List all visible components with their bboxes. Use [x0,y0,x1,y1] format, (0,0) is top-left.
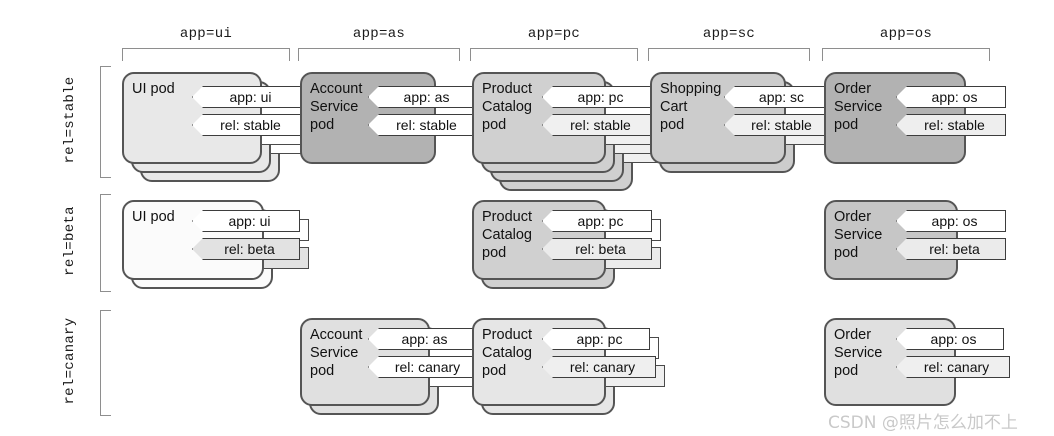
pod-tag-app: app: sc [724,86,832,108]
column-bracket-os [822,48,990,61]
row-bracket-stable [100,66,111,178]
watermark: CSDN @照片怎么加不上 [828,413,1018,433]
row-bracket-canary [100,310,111,416]
pod-tag-rel: rel: stable [896,114,1006,136]
pod-tag-rel: rel: beta [192,238,300,260]
column-header-pc: app=pc [527,26,581,42]
row-label-canary: rel=canary [62,317,78,405]
pod-tag-app: app: pc [542,86,652,108]
pod-tag-rel: rel: canary [542,356,656,378]
pod-tag-rel: rel: stable [724,114,832,136]
pod-tag-app: app: as [368,86,478,108]
pod-tag-app: app: pc [542,210,652,232]
pod-tag-app: app: os [896,86,1006,108]
column-header-os: app=os [879,26,933,42]
pod-tag-app: app: as [368,328,474,350]
pod-tag-rel: rel: canary [896,356,1010,378]
pod-tag-rel: rel: canary [368,356,480,378]
pod-tag-app: app: pc [542,328,650,350]
column-bracket-as [298,48,460,61]
pod-tag-rel: rel: stable [192,114,302,136]
column-bracket-ui [122,48,290,61]
row-bracket-beta [100,194,111,292]
column-header-sc: app=sc [702,26,756,42]
pod-tag-app: app: ui [192,210,300,232]
pod-tag-app: app: os [896,210,1006,232]
pod-tag-rel: rel: beta [542,238,652,260]
pod-tag-app: app: ui [192,86,302,108]
column-bracket-pc [470,48,638,61]
pod-tag-app: app: os [896,328,1004,350]
pod-tag-rel: rel: beta [896,238,1006,260]
pod-tag-rel: rel: stable [368,114,478,136]
column-header-ui: app=ui [179,26,233,42]
column-bracket-sc [648,48,810,61]
pod-tag-rel: rel: stable [542,114,652,136]
column-header-as: app=as [352,26,406,42]
